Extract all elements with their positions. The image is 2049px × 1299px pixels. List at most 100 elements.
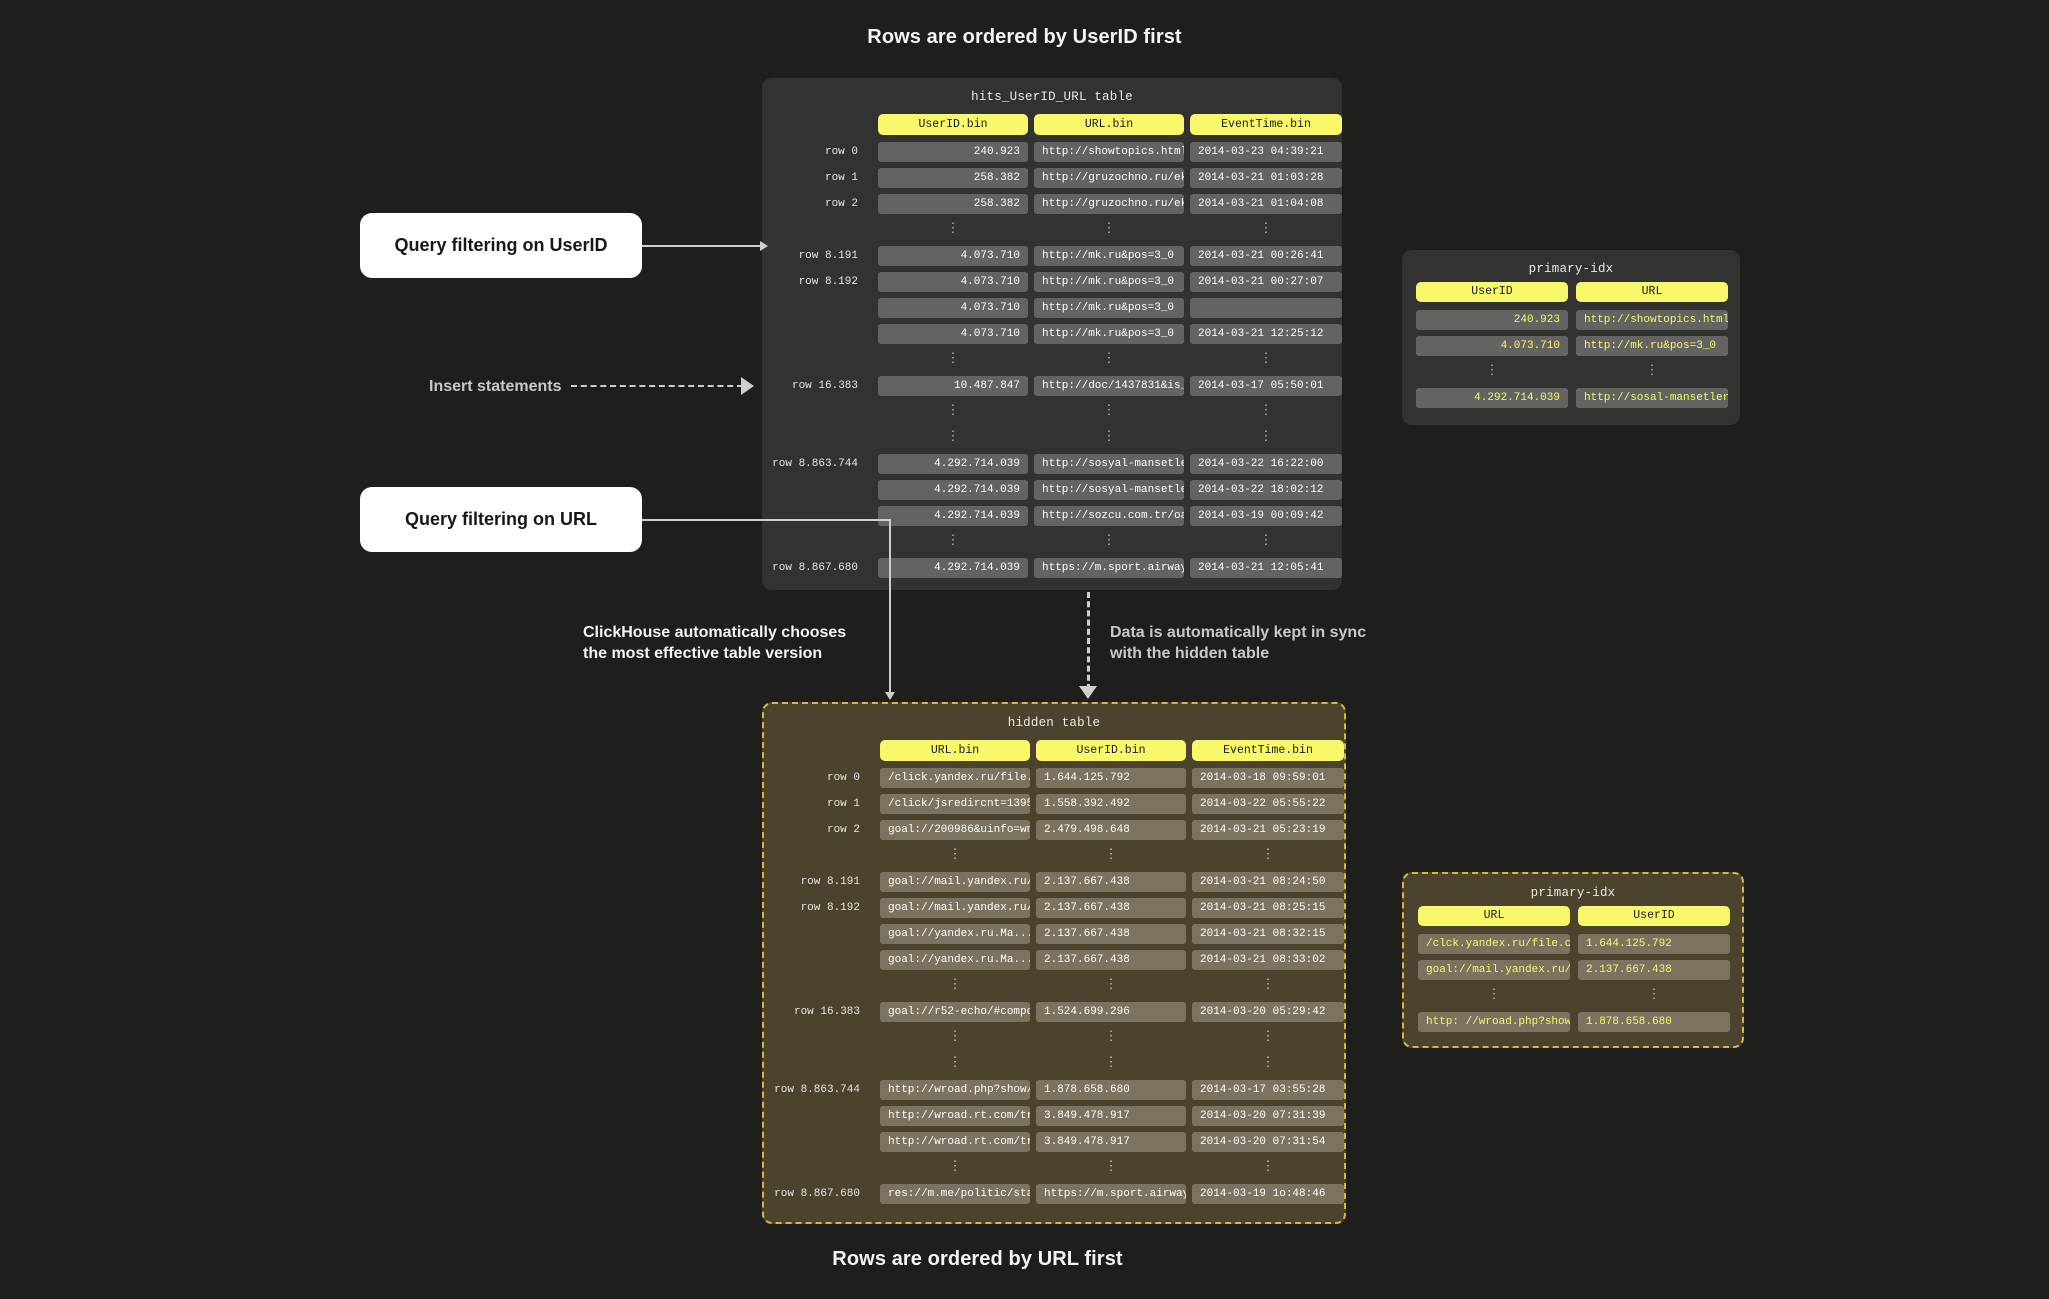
table-cell: 4.292.714.039 [878, 480, 1028, 500]
table-cell: 2.137.667.438 [1578, 960, 1730, 980]
vertical-ellipsis-icon: ⋮ [1259, 351, 1273, 366]
callout-query-filtering-userid: Query filtering on UserID [360, 213, 642, 278]
vertical-ellipsis-icon: ⋮ [1259, 221, 1273, 236]
table-cell: 10.487.847 [878, 376, 1028, 396]
row-label: row 8.192 [800, 902, 860, 914]
callout-query-filtering-url: Query filtering on URL [360, 487, 642, 552]
table-row: row 2goal://200986&uinfo=wn-1...2.479.49… [764, 817, 1344, 843]
vertical-ellipsis-icon: ⋮ [1104, 977, 1118, 992]
table-cell: http://mk.ru&pos=3_0 [1576, 336, 1728, 356]
vertical-ellipsis-icon: ⋮ [946, 533, 960, 548]
row-label: row 8.867.680 [772, 562, 858, 574]
ellipsis-row: ⋮⋮⋮ [762, 425, 1342, 451]
row-label: row 16.383 [793, 1006, 860, 1018]
page-title-top: Rows are ordered by UserID first [0, 26, 2049, 49]
table-cell: http://mk.ru&pos=3_0 [1034, 272, 1184, 292]
row-label: row 1 [826, 798, 860, 810]
ellipsis-row: ⋮ ⋮ ⋮ [762, 529, 1342, 555]
connector-sync-arrowhead-icon [1079, 686, 1097, 699]
column-header-url: URL [1576, 282, 1728, 302]
table-cell: 240.923 [1416, 310, 1568, 330]
label-insert-statements-text: Insert statements [429, 378, 562, 395]
connector-url-horizontal-line [642, 519, 891, 521]
ellipsis-row: ⋮⋮⋮ [762, 217, 1342, 243]
primary-idx-bottom-grid: URLUserID/clck.yandex.ru/file.com...1.64… [1404, 904, 1742, 1035]
label-insert-statements: Insert statements [429, 376, 562, 397]
connector-url-vertical-line [889, 519, 891, 694]
table-cell [1190, 298, 1342, 318]
table-row: row 0240.923http://showtopics.html%3...2… [762, 139, 1342, 165]
table-cell: 2.137.667.438 [1036, 898, 1186, 918]
primary-idx-bottom-title: primary-idx [1530, 886, 1616, 900]
table-cell: 258.382 [878, 194, 1028, 214]
row-label: row 8.191 [798, 250, 858, 262]
table-cell: http://gruzochno.ru/ekat... [1034, 168, 1184, 188]
table-cell: https://m.sport.airway/? [1036, 1184, 1186, 1204]
table-row: row 8.191goal://mail.yandex.ru/Ma...2.13… [764, 869, 1344, 895]
vertical-ellipsis-icon: ⋮ [1261, 1159, 1275, 1174]
table-cell: 2014-03-23 04:39:21 [1190, 142, 1342, 162]
vertical-ellipsis-icon: ⋮ [1102, 403, 1116, 418]
table-cell: http://showtopics.html%3... [1034, 142, 1184, 162]
table-cell: http://showtopics.html%3... [1576, 310, 1728, 330]
callout-query-filtering-url-text: Query filtering on URL [404, 509, 597, 529]
label-choose-table-version: ClickHouse automatically chooses the mos… [583, 622, 883, 664]
table-cell: 2.137.667.438 [1036, 950, 1186, 970]
table-cell: 2014-03-20 05:29:42 [1192, 1002, 1344, 1022]
table-cell: goal://mail.yandex.ru/Ma... [1418, 960, 1570, 980]
vertical-ellipsis-icon: ⋮ [948, 1159, 962, 1174]
table-cell: 2014-03-21 08:25:15 [1192, 898, 1344, 918]
table-cell: goal://200986&uinfo=wn-1... [880, 820, 1030, 840]
main-table-title: hits_UserID_URL table [971, 90, 1133, 104]
table-cell: 1.524.699.296 [1036, 1002, 1186, 1022]
table-cell: 2014-03-21 12:25:12 [1190, 324, 1342, 344]
table-cell: 2014-03-22 16:22:00 [1190, 454, 1342, 474]
column-header-eventtime-bin: EventTime.bin [1192, 740, 1344, 761]
connector-insert-arrowhead-icon [741, 377, 754, 395]
table-cell: 4.073.710 [878, 272, 1028, 292]
vertical-ellipsis-icon: ⋮ [1645, 363, 1659, 378]
vertical-ellipsis-icon: ⋮ [1102, 533, 1116, 548]
table-cell: 4.292.714.039 [1416, 388, 1568, 408]
table-cell: 1.644.125.792 [1578, 934, 1730, 954]
table-row: row 8.863.744http://wroad.php?show/7...1… [764, 1077, 1344, 1103]
table-cell: 2.137.667.438 [1036, 872, 1186, 892]
ellipsis-row: ⋮⋮⋮ [764, 1155, 1344, 1181]
column-header-eventtime-bin: EventTime.bin [1190, 114, 1342, 135]
connector-sync-dashed-line [1087, 592, 1090, 690]
table-cell: 2014-03-21 05:23:19 [1192, 820, 1344, 840]
table-cell: http://wroad.rt.com/tr/... [880, 1132, 1030, 1152]
table-header-row: URL UserID [1404, 904, 1742, 931]
vertical-ellipsis-icon: ⋮ [1259, 533, 1273, 548]
table-cell: http://gruzochno.ru/ekat... [1034, 194, 1184, 214]
vertical-ellipsis-icon: ⋮ [946, 221, 960, 236]
page-title-bottom-text: Rows are ordered by URL first [832, 1248, 1123, 1270]
table-cell: /click/jsredircnt=1395412... [880, 794, 1030, 814]
table-cell: http://doc/1437831&is_mo... [1034, 376, 1184, 396]
row-label: row 16.383 [791, 380, 858, 392]
table-row: http: //wroad.php?show/7...1.878.658.680 [1404, 1009, 1742, 1035]
vertical-ellipsis-icon: ⋮ [948, 1029, 962, 1044]
callout-query-filtering-userid-text: Query filtering on UserID [394, 235, 608, 255]
table-cell: goal://yandex.ru.Ma... [880, 924, 1030, 944]
vertical-ellipsis-icon: ⋮ [946, 429, 960, 444]
column-header-userid: UserID [1578, 906, 1730, 926]
table-cell: 4.073.710 [878, 324, 1028, 344]
table-row: row 1/click/jsredircnt=1395412...1.558.3… [764, 791, 1344, 817]
label-choose-table-version-line1: ClickHouse automatically chooses [583, 624, 847, 641]
row-label: row 0 [826, 772, 860, 784]
table-row: http://wroad.rt.com/tr/...3.849.478.9172… [764, 1129, 1344, 1155]
row-label: row 8.863.744 [772, 458, 858, 470]
vertical-ellipsis-icon: ⋮ [1102, 429, 1116, 444]
table-cell: goal://yandex.ru.Ma... [880, 950, 1030, 970]
table-cell: goal://mail.yandex.ru/Ma... [880, 872, 1030, 892]
column-header-url: URL [1418, 906, 1570, 926]
